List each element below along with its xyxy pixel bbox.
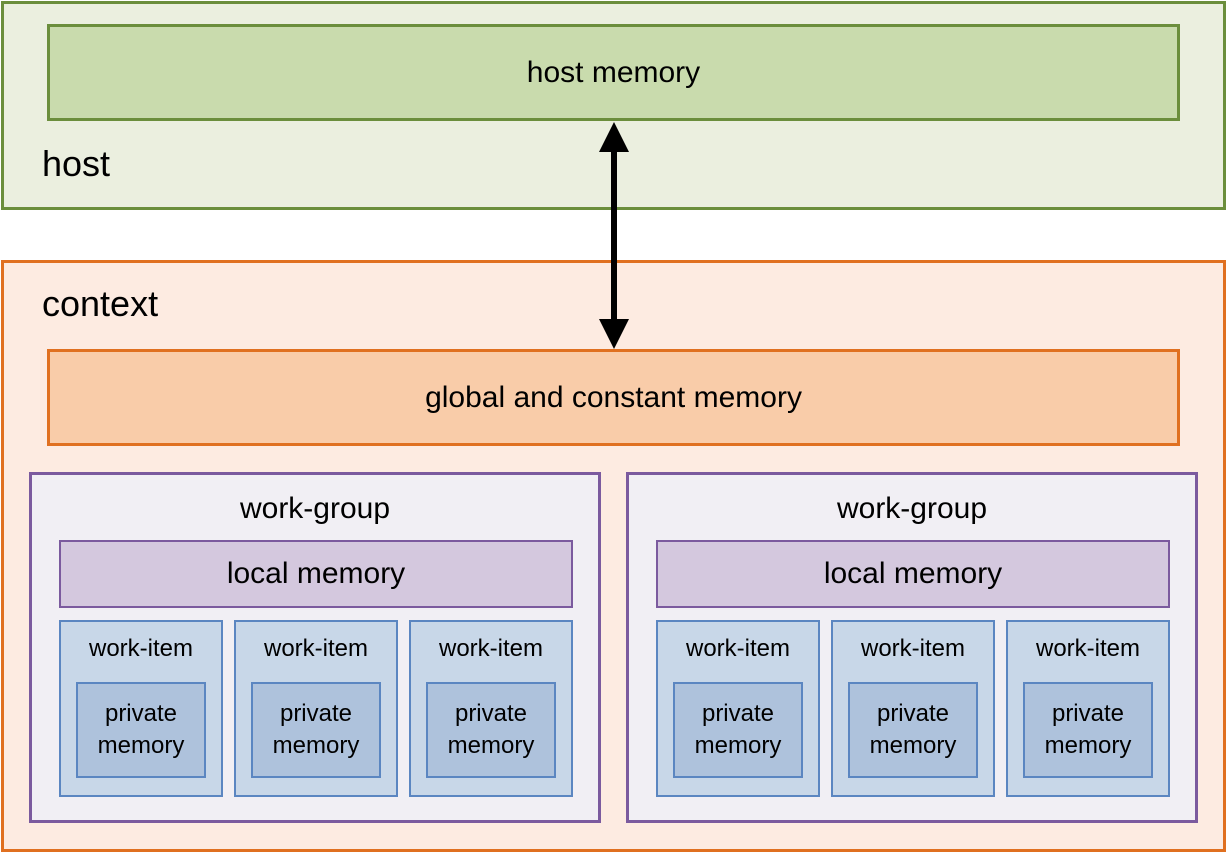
private-memory-line1: private [876, 700, 950, 727]
private-memory-box: private memory [848, 682, 978, 778]
private-memory-box: private memory [76, 682, 206, 778]
host-label: host [42, 143, 111, 184]
global-memory-box: global and constant memory [47, 349, 1180, 446]
work-group-title: work-group [239, 492, 391, 525]
private-memory-line2: memory [272, 732, 360, 759]
work-item: work-item private memory [1006, 620, 1170, 797]
global-memory-label: global and constant memory [425, 380, 802, 414]
work-item: work-item private memory [59, 620, 223, 797]
work-item-title: work-item [88, 635, 193, 662]
local-memory-label: local memory [226, 557, 406, 590]
host-memory-label: host memory [526, 55, 701, 89]
private-memory-line1: private [1051, 700, 1125, 727]
host-memory-box: host memory [47, 24, 1180, 121]
work-group-title: work-group [836, 492, 988, 525]
local-memory-label: local memory [823, 557, 1003, 590]
private-memory-line2: memory [869, 732, 957, 759]
private-memory-line2: memory [1044, 732, 1132, 759]
work-group-1: work-group local memory work-item privat… [29, 472, 601, 823]
local-memory-box: local memory [59, 540, 573, 608]
private-memory-line2: memory [447, 732, 535, 759]
work-item: work-item private memory [656, 620, 820, 797]
private-memory-line2: memory [97, 732, 185, 759]
work-item-title: work-item [860, 635, 965, 662]
private-memory-box: private memory [251, 682, 381, 778]
private-memory-box: private memory [1023, 682, 1153, 778]
work-group-2: work-group local memory work-item privat… [626, 472, 1198, 823]
private-memory-line1: private [454, 700, 528, 727]
private-memory-line1: private [279, 700, 353, 727]
work-item: work-item private memory [831, 620, 995, 797]
work-item-title: work-item [1035, 635, 1140, 662]
private-memory-line2: memory [694, 732, 782, 759]
private-memory-box: private memory [673, 682, 803, 778]
local-memory-box: local memory [656, 540, 1170, 608]
work-item-title: work-item [438, 635, 543, 662]
private-memory-box: private memory [426, 682, 556, 778]
work-item-title: work-item [685, 635, 790, 662]
private-memory-line1: private [701, 700, 775, 727]
work-item-title: work-item [263, 635, 368, 662]
private-memory-line1: private [104, 700, 178, 727]
context-label: context [42, 283, 159, 324]
work-item: work-item private memory [234, 620, 398, 797]
work-item: work-item private memory [409, 620, 573, 797]
